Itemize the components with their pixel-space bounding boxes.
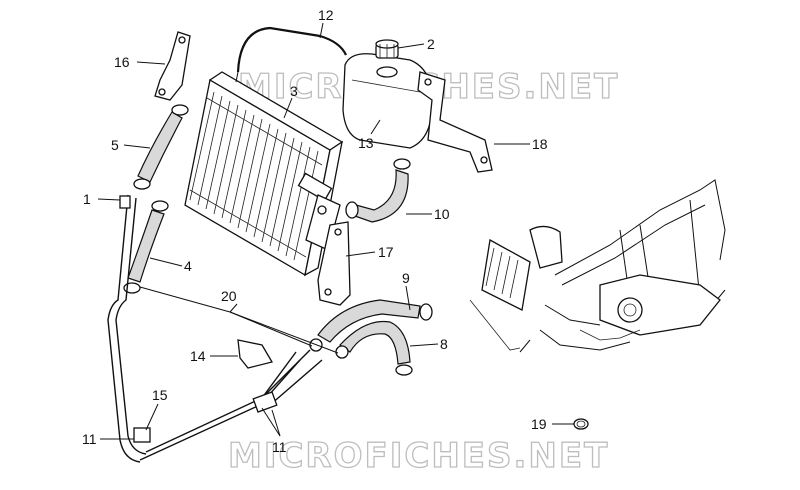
callout-17[interactable]: 17 [378,244,394,260]
callout-10[interactable]: 10 [434,206,450,222]
callout-labels: 12 2 3 16 5 1 4 13 18 10 17 9 8 20 14 15… [82,7,548,455]
callout-5[interactable]: 5 [111,137,119,153]
callout-14[interactable]: 14 [190,348,206,364]
callout-8[interactable]: 8 [440,336,448,352]
hose-10-part[interactable] [351,169,409,223]
callout-19[interactable]: 19 [531,416,547,432]
callout-3[interactable]: 3 [290,83,298,99]
hose-9-part[interactable] [317,299,421,343]
bracket-17-part[interactable] [317,221,351,306]
expansion-tank-part[interactable] [342,53,433,149]
hose-8-part[interactable] [339,320,411,365]
callout-11-bottom[interactable]: 11 [272,439,287,455]
callout-12[interactable]: 12 [318,7,334,23]
bracket-18-part[interactable] [417,71,493,173]
callout-9[interactable]: 9 [402,270,410,286]
callout-4[interactable]: 4 [184,258,192,274]
callout-2[interactable]: 2 [427,36,435,52]
pipes-11-part[interactable] [107,194,323,463]
watermark-bottom: MICROFICHES.NET [228,436,609,476]
callout-13[interactable]: 13 [358,135,374,151]
clamp-19-part[interactable] [573,418,589,430]
bracket-16-part[interactable] [154,31,191,101]
tank-cap-part[interactable] [375,39,399,59]
frame-overview-inset [469,179,726,353]
hose-4-part[interactable] [127,209,165,283]
callout-18[interactable]: 18 [532,136,548,152]
radiator-part[interactable] [184,71,344,277]
clip-14-part[interactable] [237,339,274,369]
callout-15[interactable]: 15 [152,387,168,403]
callout-1[interactable]: 1 [83,191,91,207]
callout-16[interactable]: 16 [114,54,130,70]
leader-lines [97,22,574,440]
callout-11-left[interactable]: 11 [82,431,97,447]
hose-12-part[interactable] [236,26,347,73]
screw-1-part[interactable] [119,195,131,209]
callout-20[interactable]: 20 [221,288,237,304]
